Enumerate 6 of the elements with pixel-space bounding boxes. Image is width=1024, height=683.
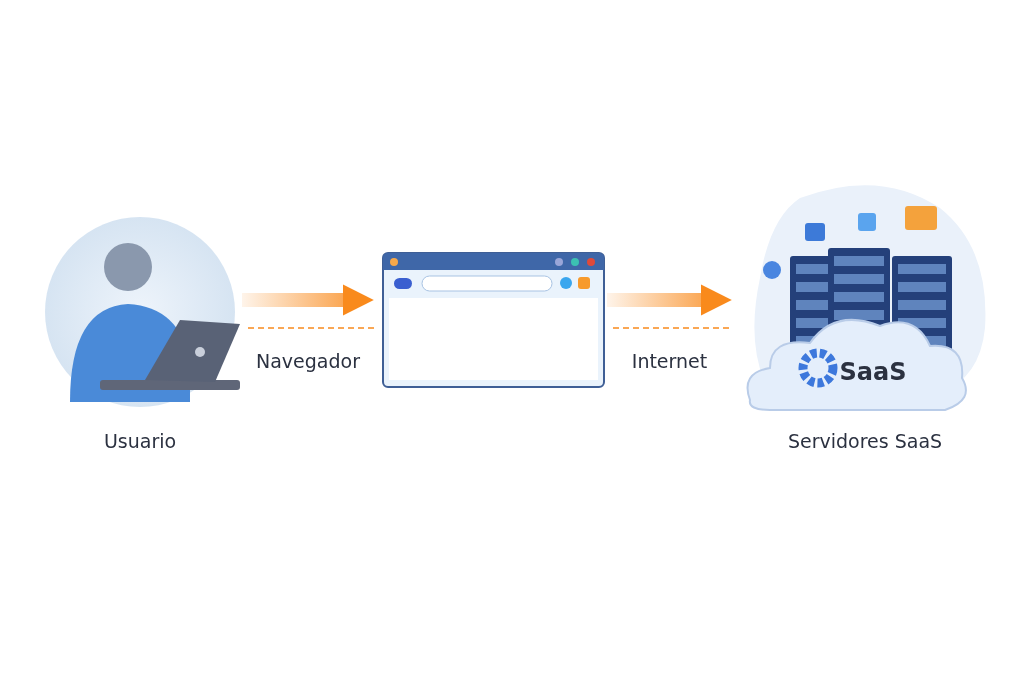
arrow: [242, 284, 374, 316]
edge-label: Navegador: [254, 350, 362, 372]
cloud-label: SaaS: [838, 358, 908, 386]
node-label: Usuario: [102, 430, 178, 452]
node-label: Servidores SaaS: [786, 430, 944, 452]
arrow: [607, 284, 732, 316]
